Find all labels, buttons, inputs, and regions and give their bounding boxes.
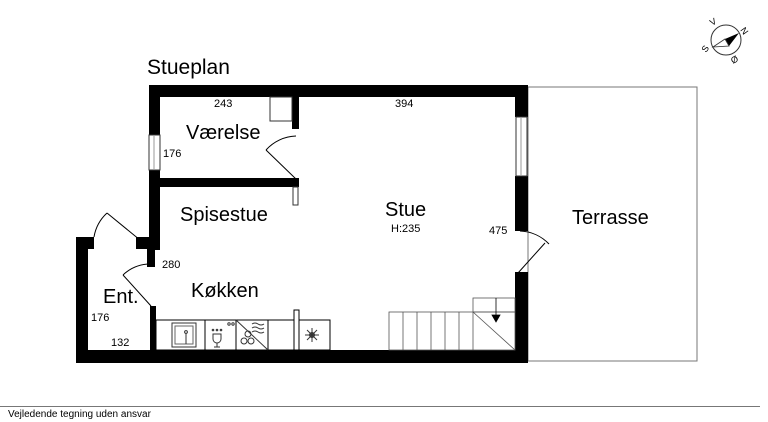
footer-divider bbox=[0, 406, 760, 407]
stue-ceiling-height: H:235 bbox=[391, 223, 421, 235]
door-entrance bbox=[106, 212, 141, 241]
refrigerator-icon bbox=[305, 328, 319, 342]
dishwasher-icon bbox=[211, 322, 235, 348]
svg-text:N: N bbox=[738, 25, 750, 36]
svg-text:V: V bbox=[708, 16, 718, 28]
sink-icon bbox=[171, 322, 197, 348]
room-label-terrasse: Terrasse bbox=[572, 207, 649, 229]
terrace-outline bbox=[527, 86, 698, 362]
closet bbox=[269, 96, 293, 122]
dim-entre-side: 176 bbox=[91, 312, 110, 324]
stove-icon bbox=[235, 319, 269, 351]
stair-down-arrow-icon bbox=[491, 314, 501, 323]
windows bbox=[148, 116, 528, 206]
dim-koekken-side: 280 bbox=[162, 259, 181, 271]
walls bbox=[76, 85, 528, 363]
door-kitchen bbox=[122, 274, 152, 307]
dim-stue-side: 475 bbox=[489, 225, 508, 237]
partition-end bbox=[292, 186, 299, 206]
door-terrace bbox=[517, 242, 546, 274]
svg-text:Ø: Ø bbox=[729, 54, 740, 66]
svg-text:S: S bbox=[699, 43, 711, 54]
dim-entre-bottom: 132 bbox=[111, 337, 130, 349]
doors bbox=[93, 135, 550, 307]
dim-vaerelse-top: 243 bbox=[214, 98, 233, 110]
footer-disclaimer: Vejledende tegning uden ansvar bbox=[8, 409, 151, 420]
kitchen-counter bbox=[155, 309, 331, 351]
dim-vaerelse-side: 176 bbox=[163, 148, 182, 160]
room-label-stue: Stue bbox=[385, 199, 427, 221]
door-vaerelse bbox=[265, 149, 298, 181]
compass-icon: V N S Ø bbox=[699, 16, 750, 66]
staircase bbox=[388, 297, 516, 351]
dim-stue-top: 394 bbox=[395, 98, 414, 110]
room-label-spisestue: Spisestue bbox=[180, 204, 268, 226]
room-label-vaerelse: Værelse bbox=[186, 122, 261, 144]
room-label-entre: Ent. bbox=[103, 286, 139, 308]
plan-title: Stueplan bbox=[147, 56, 230, 79]
room-label-koekken: Køkken bbox=[191, 280, 259, 302]
